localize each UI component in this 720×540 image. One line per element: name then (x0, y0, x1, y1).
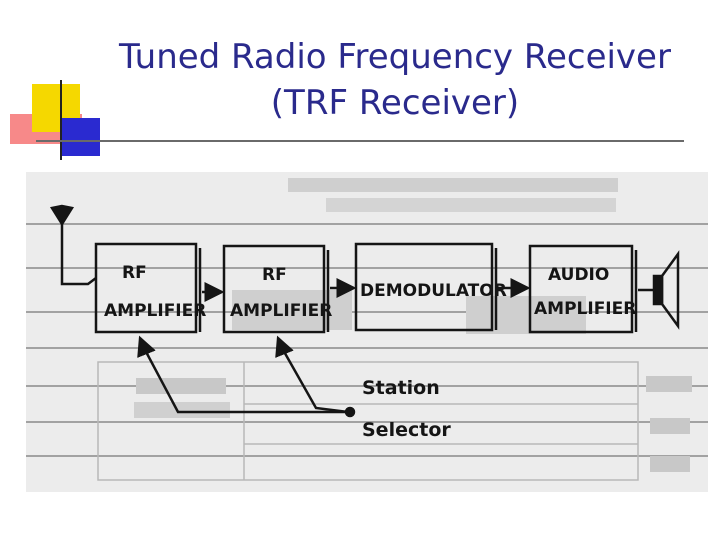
station-label: Station (362, 377, 440, 399)
block-4-line-1: AUDIO (548, 265, 609, 285)
block-diagram: RF AMPLIFIER RF AMPLIFIER DEMODULATOR AU… (26, 172, 708, 492)
block-4-line-2: AMPLIFIER (534, 299, 636, 319)
title-line-1: Tuned Radio Frequency Receiver (119, 37, 671, 77)
selector-label: Selector (362, 419, 451, 441)
slide-title: Tuned Radio Frequency Receiver (TRF Rece… (90, 34, 700, 126)
tuning-control-lines (137, 335, 356, 418)
bleed-through-text (134, 178, 692, 472)
speaker-icon (652, 250, 680, 330)
block-2-line-1: RF (262, 265, 287, 285)
block-3-line-1: DEMODULATOR (360, 281, 507, 301)
block-2-line-2: AMPLIFIER (230, 301, 332, 321)
block-1-line-1: RF (122, 263, 147, 283)
block-rf-amplifier-1 (94, 242, 198, 334)
signal-flow-arrows (202, 278, 654, 302)
antenna-icon (49, 204, 97, 286)
ruled-lines (26, 223, 708, 457)
hand-drawn-diagram-photo: RF AMPLIFIER RF AMPLIFIER DEMODULATOR AU… (26, 172, 708, 492)
title-divider (36, 140, 684, 142)
decor-vertical-line (60, 80, 62, 160)
bleed-through-table (97, 361, 639, 481)
title-line-2: (TRF Receiver) (270, 83, 520, 123)
block-1-line-2: AMPLIFIER (104, 301, 206, 321)
decor-blue-square (62, 118, 100, 156)
